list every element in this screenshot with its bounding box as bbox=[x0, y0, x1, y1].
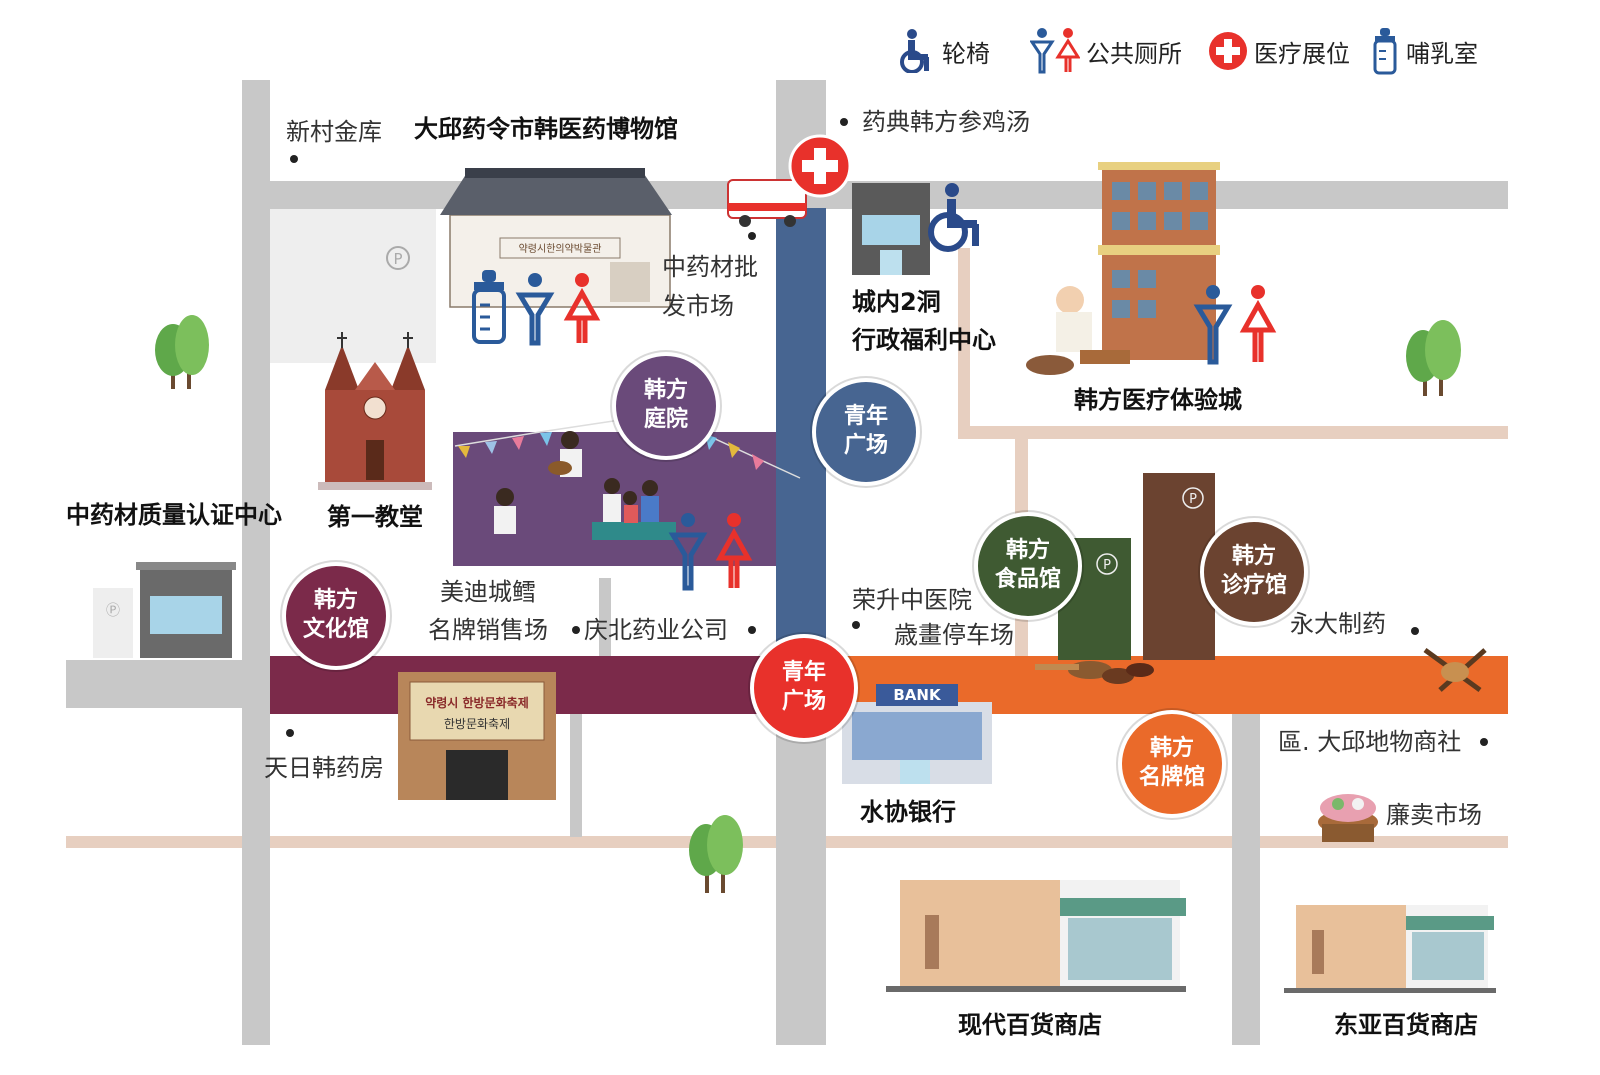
hyundai-store-building bbox=[886, 880, 1186, 992]
legend-nursing: 哺乳室 bbox=[1370, 26, 1478, 76]
location-dot bbox=[290, 155, 298, 163]
market-basket-illustration bbox=[1318, 794, 1378, 842]
garden-people-illustration bbox=[494, 431, 676, 540]
location-dot bbox=[1480, 738, 1488, 746]
legend-label: 医疗展位 bbox=[1254, 39, 1350, 68]
label-medici-2[interactable]: 名牌销售场 bbox=[428, 616, 548, 644]
bubble-text: 名牌馆 bbox=[1138, 765, 1205, 790]
experience-building bbox=[1026, 162, 1220, 375]
label-daegu-material[interactable]: 區. 大邱地物商社 bbox=[1278, 728, 1462, 756]
wheelchair-icon[interactable] bbox=[928, 183, 979, 252]
restroom-icon[interactable] bbox=[668, 513, 753, 591]
legend-medical: 医疗展位 bbox=[1208, 26, 1350, 76]
bubble-text: 食品馆 bbox=[994, 567, 1061, 592]
location-dot bbox=[852, 621, 860, 629]
parking-symbol: P bbox=[393, 250, 402, 268]
label-herb-market-2[interactable]: 发市场 bbox=[662, 292, 734, 320]
ambulance-illustration bbox=[727, 179, 807, 227]
bubble-text: 韩方 bbox=[1005, 538, 1050, 564]
location-dot bbox=[748, 626, 756, 634]
bubble-text: 庭院 bbox=[643, 407, 688, 432]
legend-restroom: 公共厕所 bbox=[1030, 26, 1182, 76]
label-samgyetang[interactable]: 药典韩方参鸡汤 bbox=[862, 108, 1030, 136]
baby-bottle-icon bbox=[1373, 28, 1397, 75]
location-dot bbox=[286, 729, 294, 737]
donga-store-building bbox=[1284, 905, 1496, 993]
bubble-text: 广场 bbox=[843, 433, 888, 458]
legend-wheelchair: 轮椅 bbox=[900, 26, 990, 76]
parking-icon bbox=[1182, 487, 1204, 509]
restroom-icon[interactable] bbox=[515, 273, 601, 346]
wheelchair-icon bbox=[900, 29, 929, 73]
label-welfare-center-1[interactable]: 城内2洞 bbox=[852, 288, 941, 316]
label-hyundai[interactable]: 现代百货商店 bbox=[958, 1011, 1102, 1039]
bubble-hanbang-garden[interactable]: 韩方 庭院 bbox=[612, 352, 720, 460]
festival-sign-sub: 한방문화축제 bbox=[444, 717, 510, 731]
bubble-hanbang-clinic[interactable]: 韩方 诊疗馆 bbox=[1200, 518, 1308, 626]
label-yeommae-market[interactable]: 廉卖市场 bbox=[1386, 801, 1482, 829]
festival-gate: 약령시 한방문화축제 한방문화축제 bbox=[398, 672, 556, 800]
bubble-text: 韩方 bbox=[313, 588, 358, 614]
mortar-pestle-illustration bbox=[1423, 647, 1487, 693]
church-building bbox=[318, 332, 432, 490]
label-medical-experience[interactable]: 韩方医疗体验城 bbox=[1074, 386, 1242, 414]
legend-label: 轮椅 bbox=[942, 39, 990, 68]
bubble-text: 韩方 bbox=[1149, 736, 1194, 762]
parking-lot-block bbox=[266, 208, 436, 363]
location-dot bbox=[748, 232, 756, 240]
parking-icon bbox=[386, 246, 410, 270]
bubble-text: 文化馆 bbox=[302, 617, 369, 642]
location-dot bbox=[572, 626, 580, 634]
label-donga[interactable]: 东亚百货商店 bbox=[1334, 1011, 1478, 1039]
parking-icon bbox=[1096, 553, 1118, 575]
museum-sign: 약령시한의약박물관 bbox=[519, 243, 602, 255]
medical-booth-icon[interactable] bbox=[788, 134, 852, 198]
bubble-text: 诊疗馆 bbox=[1220, 573, 1287, 598]
bubble-text: 韩方 bbox=[643, 378, 688, 404]
legend-label: 哺乳室 bbox=[1406, 39, 1478, 68]
bubble-youth-plaza-red[interactable]: 青年 广场 bbox=[750, 634, 858, 742]
baby-bottle-icon[interactable] bbox=[472, 270, 506, 344]
parking-symbol: P bbox=[1189, 492, 1197, 507]
label-sinchon-vault[interactable]: 新村金库 bbox=[286, 118, 382, 146]
bank-sign: BANK bbox=[893, 686, 942, 704]
label-yongdae[interactable]: 永大制药 bbox=[1290, 610, 1386, 638]
welfare-center-building bbox=[852, 183, 930, 275]
label-medici-1[interactable]: 美迪城鳕 bbox=[440, 578, 536, 606]
label-welfare-center-2[interactable]: 行政福利中心 bbox=[852, 326, 996, 354]
parking-symbol: P bbox=[1103, 558, 1111, 573]
bubble-text: 广场 bbox=[781, 689, 826, 714]
bubble-text: 韩方 bbox=[1231, 544, 1276, 570]
tree-illustrations bbox=[155, 315, 1461, 893]
location-dot bbox=[1411, 627, 1419, 635]
label-cheonil[interactable]: 天日韩药房 bbox=[264, 754, 384, 782]
legend-label: 公共厕所 bbox=[1086, 39, 1182, 68]
restroom-icon bbox=[1030, 28, 1080, 74]
label-herb-market-1[interactable]: 中药材批 bbox=[662, 253, 758, 281]
quality-center-building: Ⓟ bbox=[93, 562, 236, 658]
label-quality-center[interactable]: 中药材质量认证中心 bbox=[66, 501, 282, 529]
location-dot bbox=[840, 118, 848, 126]
bubble-text: 青年 bbox=[781, 660, 826, 686]
label-rongsheng[interactable]: 荣升中医院 bbox=[852, 586, 972, 614]
medical-cross-icon bbox=[1209, 32, 1247, 70]
label-first-church[interactable]: 第一教堂 bbox=[327, 503, 423, 531]
svg-text:Ⓟ: Ⓟ bbox=[106, 603, 120, 619]
herbs-illustration bbox=[1035, 661, 1154, 684]
festival-sign: 약령시 한방문화축제 bbox=[425, 695, 529, 710]
bubble-hanbang-culture[interactable]: 韩方 文化馆 bbox=[282, 562, 390, 670]
bubble-text: 青年 bbox=[843, 404, 888, 430]
restroom-icon[interactable] bbox=[1193, 285, 1277, 365]
bubble-hanbang-brand[interactable]: 韩方 名牌馆 bbox=[1118, 710, 1226, 818]
bank-building: BANK bbox=[842, 684, 992, 784]
label-museum[interactable]: 大邱药令市韩医药博物馆 bbox=[414, 115, 678, 143]
label-parking-lot[interactable]: 歳畫停车场 bbox=[894, 621, 1014, 649]
bubble-youth-plaza-blue[interactable]: 青年 广场 bbox=[812, 378, 920, 486]
label-nonghyup[interactable]: 水协银行 bbox=[860, 798, 956, 826]
label-gyeongbuk-pharma[interactable]: 庆北药业公司 bbox=[584, 616, 728, 644]
bubble-hanbang-food[interactable]: 韩方 食品馆 bbox=[974, 512, 1082, 620]
